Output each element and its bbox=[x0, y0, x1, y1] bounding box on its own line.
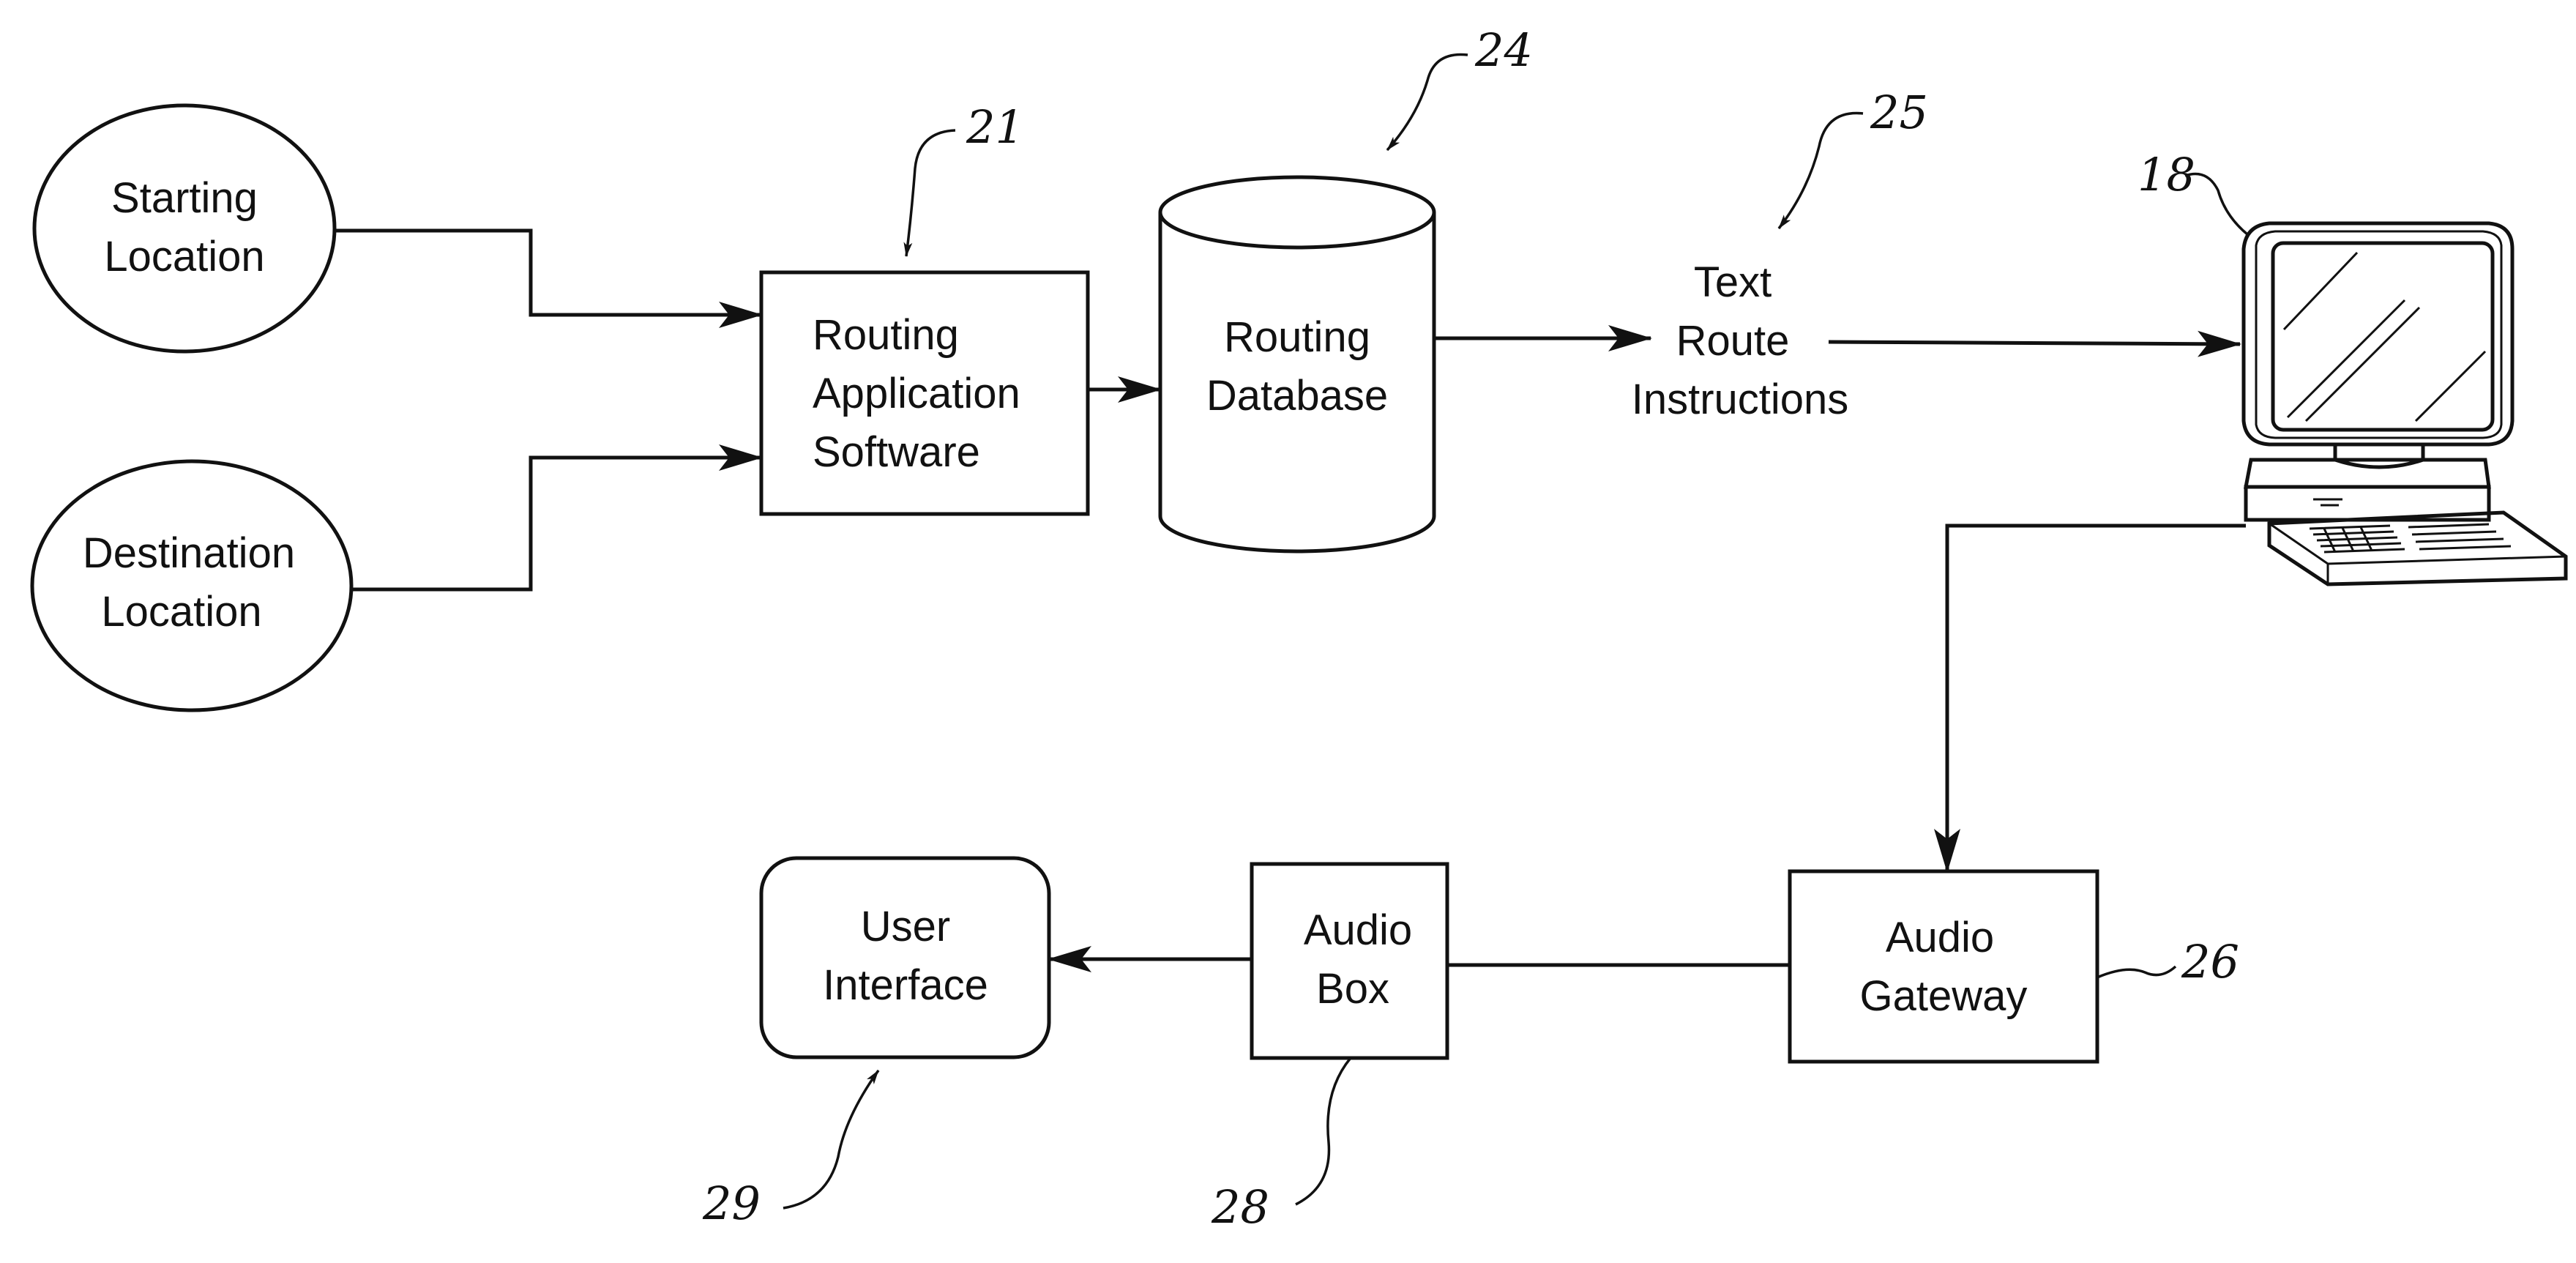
ref-26-label: 26 bbox=[2181, 935, 2239, 988]
ref-25: 25 bbox=[1779, 86, 1928, 228]
routing-app-box: Routing Application Software bbox=[761, 272, 1088, 514]
audio-box: Audio Box bbox=[1252, 864, 1447, 1058]
computer-icon bbox=[2244, 223, 2566, 584]
user-interface-box: User Interface bbox=[761, 858, 1049, 1057]
destination-location-node: Destination Location bbox=[32, 461, 351, 710]
ref-29-label: 29 bbox=[702, 1177, 761, 1230]
routing-database-label-2: Database bbox=[1206, 372, 1388, 420]
start-to-routing-app-connector bbox=[335, 231, 761, 315]
audio-gateway-box: Audio Gateway bbox=[1790, 871, 2097, 1062]
ref-24-label: 24 bbox=[1474, 23, 1533, 77]
ref-18: 18 bbox=[2138, 148, 2247, 234]
audio-gateway-label-1: Audio bbox=[1886, 914, 1994, 961]
destination-to-routing-app-connector bbox=[351, 458, 761, 589]
text-route-to-computer-connector bbox=[1829, 342, 2240, 344]
ref-21: 21 bbox=[906, 100, 1024, 256]
computer-to-gateway-connector bbox=[1947, 526, 2246, 871]
ref-29: 29 bbox=[702, 1070, 878, 1230]
routing-database-label-1: Routing bbox=[1224, 313, 1370, 361]
user-interface-label-2: Interface bbox=[823, 961, 988, 1009]
starting-location-label-2: Location bbox=[104, 233, 264, 280]
routing-database-cylinder: Routing Database bbox=[1160, 177, 1434, 551]
user-interface-label-1: User bbox=[861, 903, 950, 950]
routing-app-label-2: Application bbox=[813, 370, 1020, 417]
audio-box-label-2: Box bbox=[1316, 965, 1389, 1013]
audio-gateway-label-2: Gateway bbox=[1860, 972, 2028, 1020]
ref-28: 28 bbox=[1211, 1058, 1351, 1234]
starting-location-label-1: Starting bbox=[111, 174, 258, 222]
starting-location-node: Starting Location bbox=[34, 105, 335, 351]
destination-location-label-1: Destination bbox=[83, 529, 295, 577]
ref-21-label: 21 bbox=[966, 100, 1024, 154]
text-route-instructions: Text Route Instructions bbox=[1632, 258, 1849, 423]
routing-app-label-3: Software bbox=[813, 428, 980, 476]
audio-box-label-1: Audio bbox=[1304, 906, 1412, 954]
ref-25-label: 25 bbox=[1870, 86, 1928, 139]
destination-location-label-2: Location bbox=[101, 588, 261, 636]
routing-app-label-1: Routing bbox=[813, 311, 959, 359]
ref-28-label: 28 bbox=[1211, 1180, 1269, 1234]
text-route-label-1: Text bbox=[1694, 258, 1772, 306]
ref-26: 26 bbox=[2097, 935, 2239, 988]
ref-24: 24 bbox=[1387, 23, 1533, 150]
text-route-label-2: Route bbox=[1676, 317, 1790, 365]
text-route-label-3: Instructions bbox=[1632, 376, 1849, 423]
